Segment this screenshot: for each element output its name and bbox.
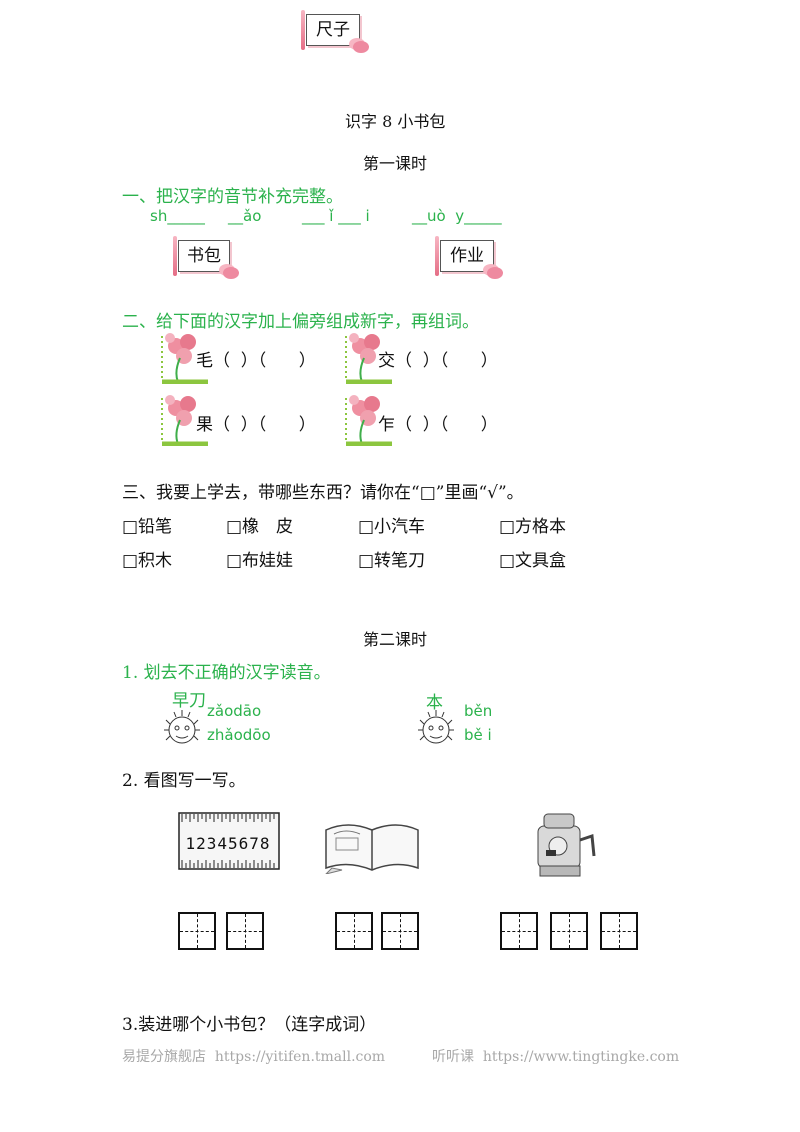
checkbox-doll[interactable]: □布娃娃 [226,551,294,571]
part2-question-1-title: 1. 划去不正确的汉字读音。 [122,663,331,683]
question-2-title: 二、给下面的汉字加上偏旁组成新字，再组词。 [122,312,479,332]
period-two-title: 第二课时 [363,630,428,649]
cartoon-face-icon [164,710,200,744]
early-knife-chars: 早刀 [172,691,206,710]
radical-row-3: 果（ ）（ ） [196,415,316,435]
ben-char: 本 [426,693,443,712]
pencil-sharpener-picture [537,813,596,877]
checkbox-pencil[interactable]: □铅笔 [122,517,173,537]
lesson-title: 识字 8 小书包 [345,112,446,131]
checkbox-pencil-case[interactable]: □文具盒 [499,551,567,571]
writing-grid-box[interactable] [178,912,216,950]
pinyin-option-ben[interactable]: běn [464,702,493,720]
writing-grid-box[interactable] [500,912,538,950]
pinyin-option-zaodao[interactable]: zǎodāo [207,702,262,720]
radical-row-1: 毛（ ）（ ） [196,351,316,371]
checkbox-toy-car[interactable]: □小汽车 [358,517,426,537]
writing-grid-box[interactable] [335,912,373,950]
pinyin-blank-2: __ǎo [228,207,262,225]
writing-grid-box[interactable] [600,912,638,950]
flower-icon [161,333,208,384]
writing-grid-box[interactable] [226,912,264,950]
footer-left: 易提分旗舰店 https://yitifen.tmall.com [122,1049,386,1065]
ruler-picture: 12345678 [178,812,280,870]
part2-question-2-title: 2. 看图写一写。 [122,771,246,791]
question-3-title: 三、我要上学去，带哪些东西？请你在“□”里画“√”。 [122,483,524,503]
pinyin-blank-1: sh_____ [150,207,205,225]
book-picture [325,824,419,874]
tag-schoolbag: 书包 [173,236,239,279]
pinyin-blank-4: __uò y_____ [412,207,502,225]
period-one-title: 第一课时 [363,154,428,173]
part2-question-3-title: 3.装进哪个小书包？（连字成词） [122,1015,377,1035]
pinyin-option-zhaodao[interactable]: zhǎodōo [207,726,271,744]
pinyin-option-bei[interactable]: bě i [464,726,492,744]
footer-right: 听听课 https://www.tingtingke.com [432,1049,680,1065]
ruler-digits: 12345678 [185,834,270,853]
checkbox-eraser[interactable]: □橡 皮 [226,517,294,537]
radical-row-4: 乍（ ）（ ） [378,415,498,435]
cartoon-face-icon [418,710,454,744]
writing-grid-box[interactable] [550,912,588,950]
flower-icon [345,333,392,384]
flower-icon [161,395,208,446]
top-tag-ruler: 尺子 [301,10,369,53]
pinyin-blank-3: ___ ǐ ___ i [302,207,370,225]
flower-icon [345,395,392,446]
radical-row-2: 交（ ）（ ） [378,351,498,371]
question-1-title: 一、把汉字的音节补充完整。 [122,187,343,207]
checkbox-sharpener[interactable]: □转笔刀 [358,551,426,571]
tag-homework: 作业 [435,236,503,279]
writing-grid-box[interactable] [381,912,419,950]
checkbox-blocks[interactable]: □积木 [122,551,173,571]
checkbox-grid-notebook[interactable]: □方格本 [499,517,567,537]
